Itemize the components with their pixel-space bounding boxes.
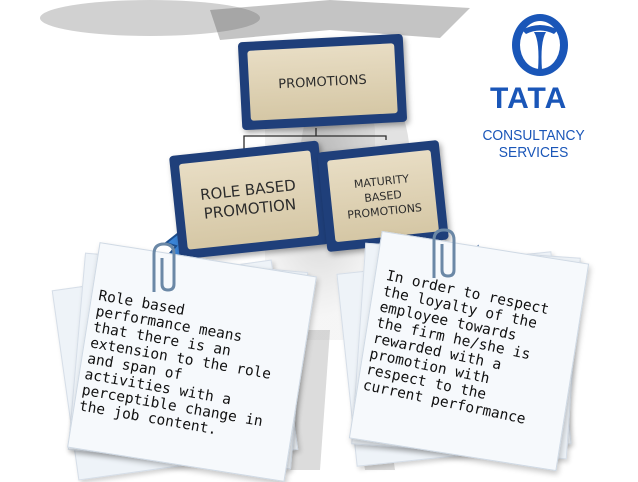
tata-subtitle: CONSULTANCY SERVICES bbox=[482, 127, 585, 161]
tata-logo: TATA CONSULTANCY SERVICES bbox=[448, 12, 634, 161]
note-card-left: Role based performance means that there … bbox=[51, 242, 317, 482]
promotions-box: PROMOTIONS bbox=[237, 33, 408, 131]
tata-wordmark: TATA bbox=[490, 82, 568, 115]
tata-t-emblem-icon bbox=[512, 14, 568, 76]
role-based-promotion-label: ROLE BASED PROMOTION bbox=[178, 150, 320, 250]
paperclip-icon bbox=[432, 228, 456, 278]
note-card-right: In order to respect the loyalty of the e… bbox=[336, 228, 590, 472]
promotions-label: PROMOTIONS bbox=[247, 43, 398, 121]
paperclip-icon bbox=[152, 242, 176, 292]
